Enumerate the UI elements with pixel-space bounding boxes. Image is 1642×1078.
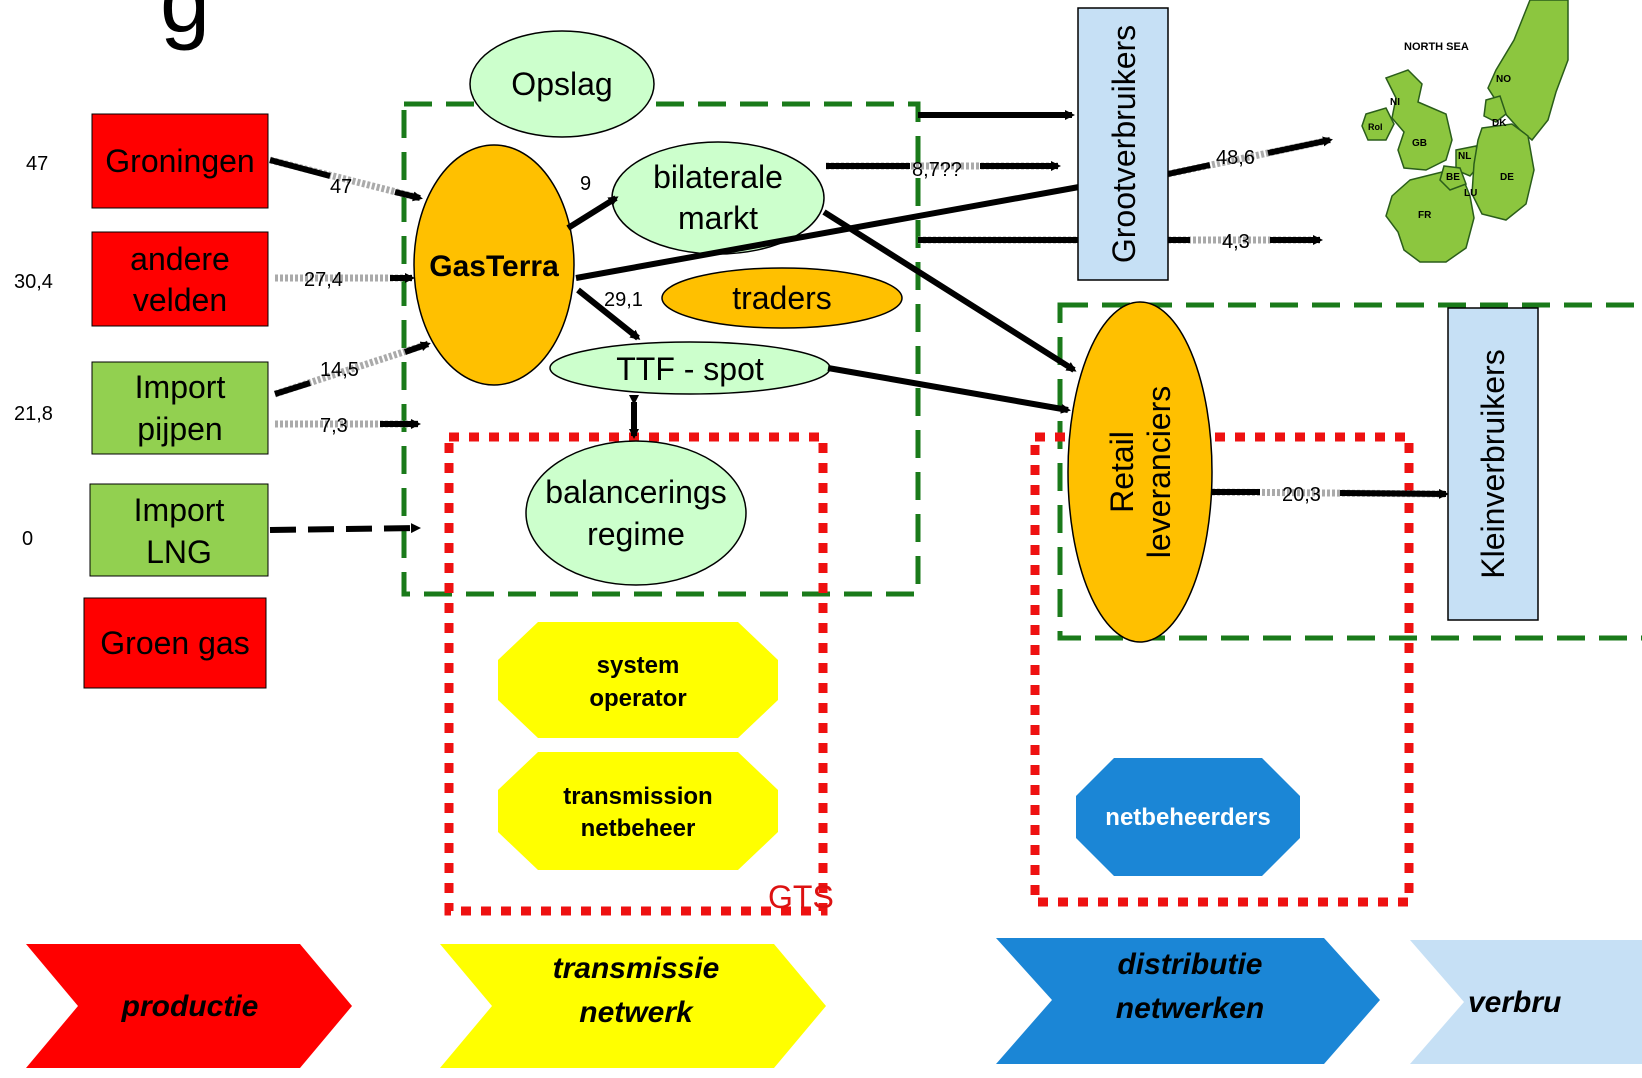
import-pijpen-source: Import pijpen bbox=[91, 361, 269, 455]
gasterra-label: GasTerra bbox=[429, 250, 559, 283]
stage-transmissie-line2: netwerk bbox=[579, 996, 694, 1029]
stage-verbruik: verbru bbox=[1410, 940, 1642, 1064]
opslag-node: Opslag bbox=[469, 30, 655, 138]
stage-verbruik-label: verbru bbox=[1468, 986, 1561, 1019]
map-roi: RoI bbox=[1368, 122, 1383, 132]
flow-bilateral-groot: 8,7?? bbox=[912, 159, 962, 181]
map-nl: NL bbox=[1458, 151, 1471, 162]
system-operator-line1: system bbox=[597, 652, 680, 679]
grootverbruikers-node: Grootverbruikers bbox=[1077, 7, 1169, 281]
distribution-market-region bbox=[1057, 302, 1642, 641]
import-pijpen-volume: 21,8 bbox=[14, 403, 53, 425]
map-north-sea: NORTH SEA bbox=[1404, 41, 1469, 53]
balancering-node: balancerings regime bbox=[525, 440, 747, 586]
import-lng-source: Import LNG bbox=[89, 483, 269, 577]
map-be: BE bbox=[1446, 172, 1460, 183]
flow-export: 48,6 bbox=[1216, 147, 1255, 169]
stage-distributie: distributie netwerken bbox=[996, 938, 1380, 1064]
grootverbruikers-label: Grootverbruikers bbox=[1106, 25, 1142, 263]
andere-velden-line1: andere bbox=[130, 241, 230, 277]
balancering-line2: regime bbox=[587, 516, 685, 552]
stage-distributie-line1: distributie bbox=[1117, 948, 1262, 981]
flow-export-low: 4,3 bbox=[1222, 231, 1250, 253]
system-operator-node: system operator bbox=[498, 622, 778, 738]
balancering-line1: balancerings bbox=[545, 474, 726, 510]
import-lng-volume: 0 bbox=[22, 528, 33, 550]
map-fr: FR bbox=[1418, 210, 1432, 221]
distribution-grid-region bbox=[1030, 432, 1414, 907]
transmission-market-region bbox=[401, 101, 921, 597]
retail-line2: leveranciers bbox=[1141, 386, 1177, 559]
map-lu: LU bbox=[1464, 188, 1477, 199]
source-arrows bbox=[269, 156, 431, 534]
stage-productie: productie bbox=[26, 944, 352, 1068]
map-gb: GB bbox=[1412, 138, 1427, 149]
map-ni: NI bbox=[1390, 97, 1400, 108]
gasterra-node: GasTerra bbox=[413, 144, 575, 386]
bilaterale-line2: markt bbox=[678, 200, 758, 236]
ttf-spot-label: TTF - spot bbox=[616, 351, 764, 387]
bilaterale-line1: bilaterale bbox=[653, 159, 783, 195]
andere-velden-line2: velden bbox=[133, 282, 227, 318]
flow-velden: 27,4 bbox=[304, 269, 343, 291]
andere-velden-source: andere velden bbox=[91, 231, 269, 327]
title-fragment: g bbox=[160, 0, 210, 52]
stage-productie-label: productie bbox=[121, 990, 259, 1023]
traders-label: traders bbox=[732, 280, 832, 316]
transmission-line1: transmission bbox=[563, 783, 712, 810]
retail-leveranciers-node: Retail leveranciers bbox=[1067, 301, 1213, 643]
import-lng-line1: Import bbox=[134, 492, 225, 528]
andere-velden-volume: 30,4 bbox=[14, 271, 53, 293]
import-lng-line2: LNG bbox=[146, 534, 212, 570]
flow-groningen: 47 bbox=[330, 176, 352, 198]
groningen-label: Groningen bbox=[105, 143, 254, 179]
transmission-line2: netbeheer bbox=[581, 815, 696, 842]
kleinverbruikers-node: Kleinverbruikers bbox=[1447, 307, 1539, 621]
kleinverbruikers-label: Kleinverbruikers bbox=[1475, 349, 1511, 578]
transmission-netbeheer-node: transmission netbeheer bbox=[498, 752, 778, 870]
import-pijpen-line1: Import bbox=[135, 369, 226, 405]
map-de: DE bbox=[1500, 172, 1514, 183]
bilaterale-markt-node: bilaterale markt bbox=[611, 141, 825, 255]
flow-gasterra-bilateral: 9 bbox=[580, 173, 591, 195]
market-arrows bbox=[566, 110, 1449, 499]
stage-transmissie: transmissie netwerk bbox=[440, 944, 826, 1068]
ttf-spot-node: TTF - spot bbox=[549, 341, 831, 395]
netbeheerders-label: netbeheerders bbox=[1105, 804, 1270, 831]
flow-gasterra-ttf: 29,1 bbox=[604, 289, 643, 311]
flow-pijpen-gasterra: 14,5 bbox=[320, 359, 359, 381]
opslag-label: Opslag bbox=[511, 66, 612, 102]
map-dk: DK bbox=[1492, 118, 1507, 129]
traders-node: traders bbox=[661, 267, 903, 329]
groen-gas-label: Groen gas bbox=[100, 625, 249, 661]
groen-gas-source: Groen gas bbox=[83, 597, 267, 689]
stage-transmissie-line1: transmissie bbox=[553, 952, 720, 985]
netbeheerders-node: netbeheerders bbox=[1076, 758, 1300, 876]
system-operator-line2: operator bbox=[589, 685, 686, 712]
flow-pijpen-transmission: 7,3 bbox=[320, 415, 348, 437]
europe-map: NORTH SEA NO DK NI RoI GB NL BE LU DE FR bbox=[1361, 0, 1569, 263]
stage-distributie-line2: netwerken bbox=[1116, 992, 1264, 1025]
import-pijpen-line2: pijpen bbox=[137, 411, 222, 447]
flow-retail-klein: 20,3 bbox=[1282, 484, 1321, 506]
groningen-volume: 47 bbox=[26, 153, 48, 175]
gts-label: GTS bbox=[768, 879, 834, 915]
groningen-source: Groningen bbox=[91, 113, 269, 209]
map-no: NO bbox=[1496, 74, 1511, 85]
retail-line1: Retail bbox=[1104, 431, 1140, 513]
